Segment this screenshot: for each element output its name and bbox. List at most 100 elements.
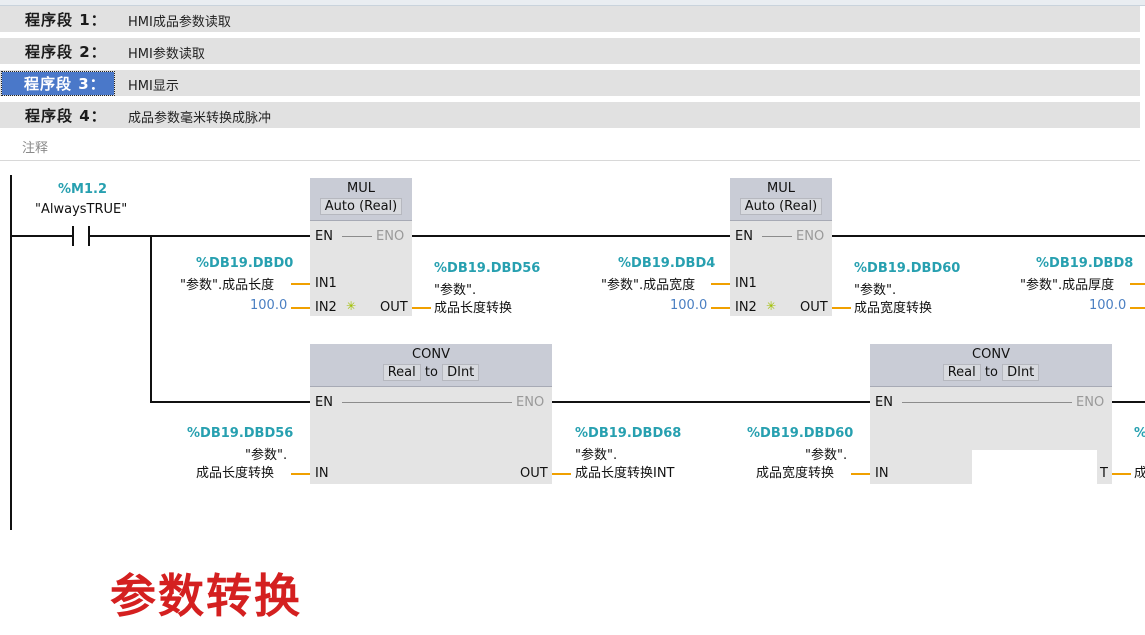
conv-block-1[interactable]: CONV Real to DInt EN ENO IN OUT — [310, 344, 552, 484]
block-type-to-word: to — [424, 365, 438, 380]
network-comment: 成品参数毫米转换成脉冲 — [128, 111, 272, 126]
operand-address[interactable]: %DB19.DBD56 — [187, 426, 294, 441]
pin-out: OUT — [800, 300, 828, 315]
rung-wire — [412, 235, 730, 237]
add-input-icon[interactable]: ✳ — [346, 299, 357, 313]
block-type-from[interactable]: Real — [942, 364, 981, 381]
mul-block-2[interactable]: MUL Auto (Real) EN ENO IN1 IN2 ✳ OUT — [730, 178, 832, 316]
block-header: MUL Auto (Real) — [310, 178, 412, 221]
rung-wire — [1112, 401, 1145, 403]
pin-eno: ENO — [376, 229, 405, 244]
block-name: MUL — [767, 181, 795, 196]
block-type-to[interactable]: DInt — [442, 364, 480, 381]
rung-wire — [90, 235, 310, 237]
pin-in2: IN2 — [315, 300, 337, 315]
block-header: CONV Real to DInt — [870, 344, 1112, 387]
block-header: CONV Real to DInt — [310, 344, 552, 387]
network-title: 程序段 4： — [25, 107, 107, 125]
network-comment-field[interactable]: 注释 — [0, 132, 1140, 161]
constant-value[interactable]: 100.0 — [1089, 298, 1127, 313]
network-header-4[interactable]: 程序段 4： 成品参数毫米转换成脉冲 — [0, 102, 1140, 130]
pin-wire — [711, 307, 730, 309]
contact-symbol: "AlwaysTRUE" — [35, 202, 128, 217]
pin-eno: ENO — [1076, 395, 1105, 410]
caption-text: 参数转换 — [110, 569, 302, 623]
operand-address[interactable]: %DB19.DBD68 — [575, 426, 682, 441]
internal-line — [342, 402, 512, 403]
mul-block-1[interactable]: MUL Auto (Real) EN ENO IN1 IN2 ✳ OUT — [310, 178, 412, 316]
render-gap — [972, 450, 1097, 484]
network-header-3[interactable]: 程序段 3： HMI显示 — [0, 70, 1140, 98]
comment-placeholder: 注释 — [22, 141, 49, 156]
power-rail — [10, 175, 12, 530]
pin-out: OUT — [520, 466, 548, 481]
block-type-to-word: to — [984, 365, 998, 380]
pin-en: EN — [315, 229, 333, 244]
pin-in: IN — [315, 466, 329, 481]
add-input-icon[interactable]: ✳ — [766, 299, 777, 313]
operand-address[interactable]: %DB19.DBD0 — [196, 256, 294, 271]
pin-wire — [552, 473, 571, 475]
pin-eno: ENO — [796, 229, 825, 244]
pin-wire — [851, 473, 870, 475]
pin-wire — [291, 283, 310, 285]
branch-wire — [150, 235, 152, 402]
operand-symbol[interactable]: 成品长度转换INT — [575, 466, 675, 481]
pin-out: OUT — [380, 300, 408, 315]
contact-right-plate[interactable] — [88, 226, 90, 246]
operand-symbol[interactable]: "参数".成品长度 — [180, 278, 275, 293]
network-comment: HMI成品参数读取 — [128, 15, 231, 30]
operand-symbol[interactable]: 成品长度转换 — [196, 466, 275, 481]
constant-value[interactable]: 100.0 — [250, 298, 288, 313]
contact-left-plate[interactable] — [72, 226, 74, 246]
conv-block-2[interactable]: CONV Real to DInt EN ENO IN T — [870, 344, 1112, 484]
operand-symbol[interactable]: "参数".成品宽度 — [601, 278, 696, 293]
operand-symbol[interactable]: 成品宽度转换 — [854, 301, 933, 316]
operand-symbol[interactable]: "参数". — [805, 448, 848, 463]
operand-address[interactable]: %DB19.DBD4 — [618, 256, 716, 271]
block-header: MUL Auto (Real) — [730, 178, 832, 221]
top-border — [0, 0, 1145, 6]
pin-en: EN — [875, 395, 893, 410]
pin-wire — [1130, 307, 1145, 309]
pin-en: EN — [735, 229, 753, 244]
operand-symbol[interactable]: "参数". — [434, 283, 477, 298]
operand-address-partial[interactable]: % — [1134, 426, 1145, 441]
operand-address[interactable]: %DB19.DBD56 — [434, 261, 541, 276]
pin-wire — [412, 307, 431, 309]
pin-eno: ENO — [516, 395, 545, 410]
operand-symbol[interactable]: "参数". — [245, 448, 288, 463]
rung-wire — [832, 235, 1145, 237]
pin-in2: IN2 — [735, 300, 757, 315]
pin-in1: IN1 — [735, 276, 757, 291]
network-header-1[interactable]: 程序段 1： HMI成品参数读取 — [0, 6, 1140, 34]
network-title: 程序段 3： — [1, 71, 115, 96]
operand-address[interactable]: %DB19.DBD60 — [747, 426, 854, 441]
block-type[interactable]: Auto (Real) — [739, 198, 823, 215]
network-header-2[interactable]: 程序段 2： HMI参数读取 — [0, 38, 1140, 66]
pin-wire — [291, 307, 310, 309]
internal-line — [342, 236, 372, 237]
pin-wire — [1112, 473, 1131, 475]
block-type-to[interactable]: DInt — [1002, 364, 1040, 381]
rung-wire — [552, 401, 870, 403]
operand-symbol[interactable]: "参数". — [854, 283, 897, 298]
operand-address[interactable]: %DB19.DBD8 — [1036, 256, 1134, 271]
pin-out-partial: T — [1100, 466, 1108, 481]
pin-wire — [291, 473, 310, 475]
network-comment: HMI参数读取 — [128, 47, 205, 62]
branch-wire — [150, 401, 310, 403]
pin-en: EN — [315, 395, 333, 410]
rung-wire — [10, 235, 72, 237]
pin-wire — [1130, 283, 1145, 285]
pin-wire — [832, 307, 851, 309]
operand-symbol[interactable]: "参数".成品厚度 — [1020, 278, 1115, 293]
operand-address[interactable]: %DB19.DBD60 — [854, 261, 961, 276]
operand-symbol-partial[interactable]: 成 — [1134, 466, 1145, 481]
block-type[interactable]: Auto (Real) — [319, 198, 403, 215]
operand-symbol[interactable]: "参数". — [575, 448, 618, 463]
block-type-from[interactable]: Real — [382, 364, 421, 381]
operand-symbol[interactable]: 成品长度转换 — [434, 301, 513, 316]
constant-value[interactable]: 100.0 — [670, 298, 708, 313]
operand-symbol[interactable]: 成品宽度转换 — [756, 466, 835, 481]
